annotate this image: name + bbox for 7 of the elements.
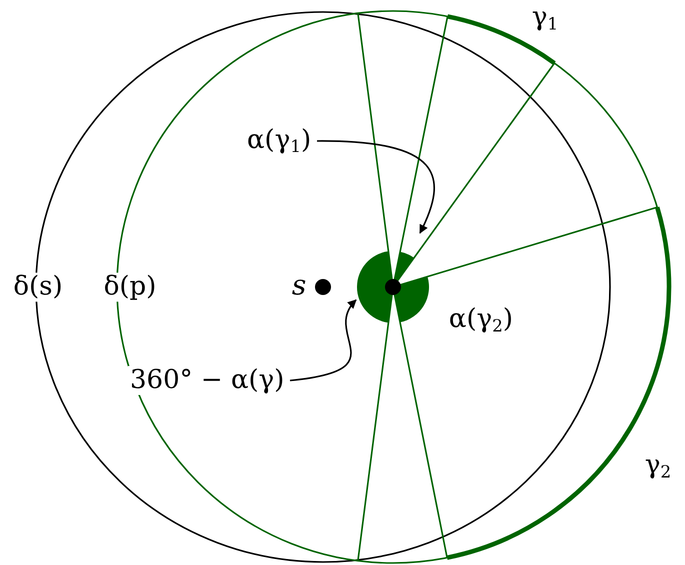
curved-arrow bbox=[290, 299, 357, 382]
math-label: γ$_{2}$ bbox=[644, 451, 672, 481]
angle-sector-disc bbox=[357, 251, 429, 323]
curved-arrow bbox=[316, 140, 435, 234]
math-label: γ$_{1}$ bbox=[530, 3, 560, 33]
math-label: s bbox=[290, 270, 308, 302]
math-label: α(γ$_{2}$) bbox=[448, 305, 514, 335]
